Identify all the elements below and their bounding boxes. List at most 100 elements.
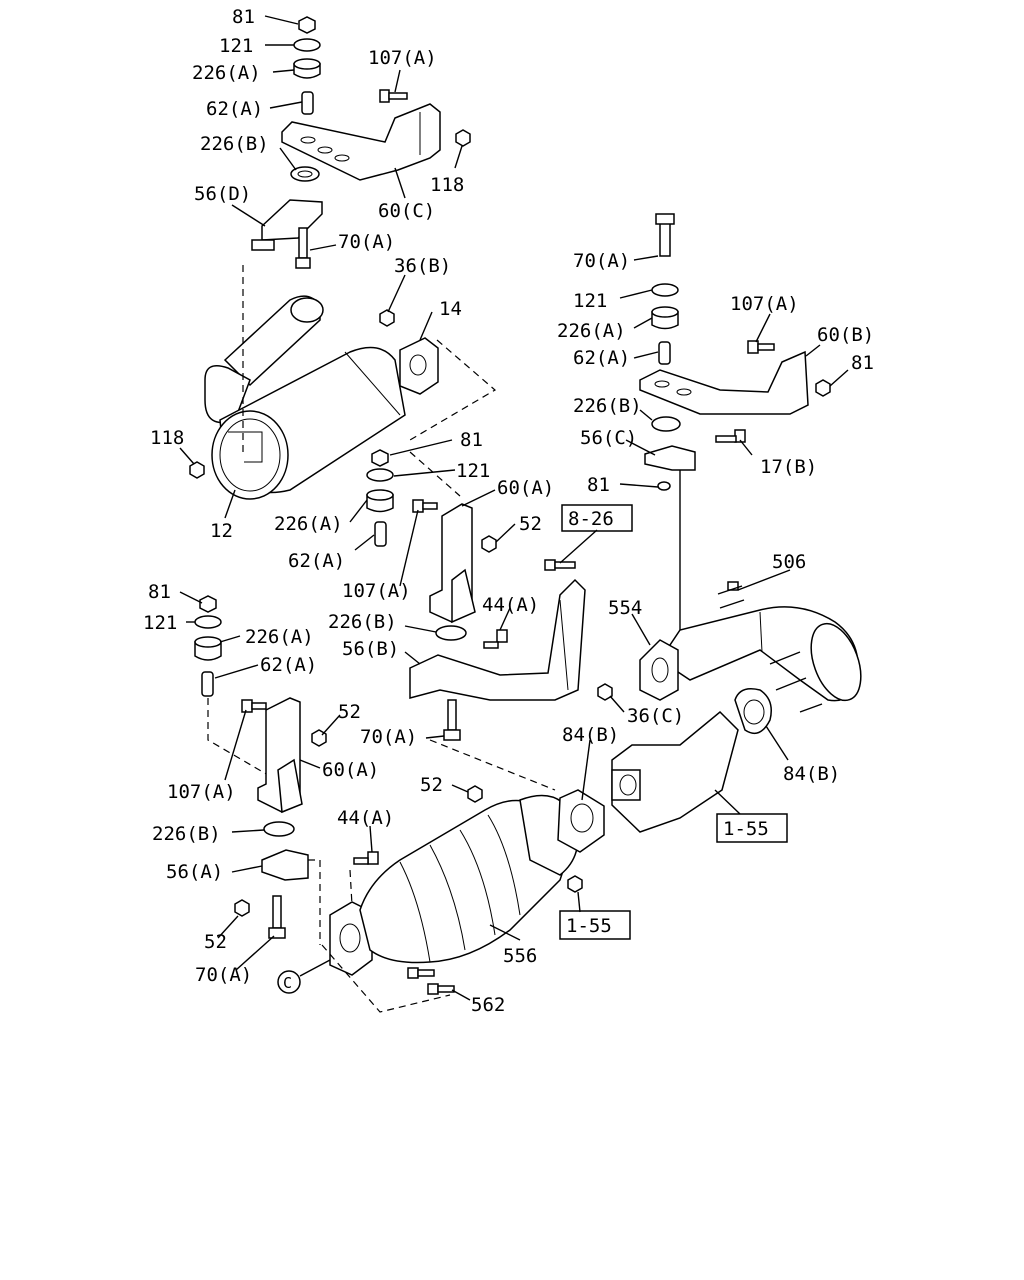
catalyst-556	[329, 789, 605, 976]
right-mount-stack	[651, 213, 681, 432]
label-226b-right: 226(B)	[573, 395, 642, 417]
label-84b-right: 84(B)	[783, 763, 840, 785]
label-107a-left: 107(A)	[167, 781, 236, 803]
ref-1-55-lower-box[interactable]: 1-55	[559, 910, 631, 940]
bolt-70a-left	[268, 895, 286, 939]
svg-text:1-55: 1-55	[723, 818, 769, 840]
nut-81-right	[815, 379, 831, 397]
outlet-flange	[557, 789, 605, 853]
ref-1-55-upper-box[interactable]: 1-55	[716, 813, 788, 843]
left-mount-stack	[194, 595, 222, 697]
leader-lines	[179, 15, 849, 1001]
ref-8-26-box[interactable]: 8-26	[561, 504, 633, 532]
bolt-8-26	[544, 559, 576, 571]
label-60a-left: 60(A)	[322, 759, 379, 781]
bracket-56c	[644, 445, 696, 630]
label-36c: 36(C)	[627, 705, 684, 727]
label-60a-center: 60(A)	[497, 477, 554, 499]
bolts-562	[407, 967, 455, 995]
bolt-107a-right	[747, 340, 775, 354]
label-36b: 36(B)	[394, 255, 451, 277]
top-mount-stack	[290, 16, 321, 182]
label-44a-cat: 44(A)	[337, 807, 394, 829]
bushing-226a-top-face	[293, 58, 321, 70]
svg-text:8-26: 8-26	[568, 508, 614, 530]
label-118-left: 118	[150, 427, 184, 449]
bracket-60a-left	[257, 697, 303, 814]
grommet-226b-left	[263, 821, 295, 837]
bracket-56d	[251, 199, 323, 251]
label-81-center: 81	[460, 429, 483, 451]
label-c: C	[283, 974, 292, 992]
nut-36b	[379, 309, 395, 327]
label-107a-top: 107(A)	[368, 47, 437, 69]
bracket-56a	[261, 849, 321, 945]
bolt-70a-center	[443, 699, 461, 741]
label-14: 14	[439, 298, 462, 320]
label-70a-left: 70(A)	[195, 964, 252, 986]
center-mount-stack	[366, 449, 394, 547]
bracket-60c-body	[281, 103, 441, 181]
label-226a-right: 226(A)	[557, 320, 626, 342]
label-554: 554	[608, 597, 642, 619]
label-121-right: 121	[573, 290, 607, 312]
bolt-17b	[715, 429, 746, 443]
bolt-70a-top	[295, 227, 311, 269]
label-81-right: 81	[851, 352, 874, 374]
label-12: 12	[210, 520, 233, 542]
label-62a-left: 62(A)	[260, 654, 317, 676]
nut-36c	[597, 683, 613, 701]
inlet-flange	[329, 901, 373, 976]
part-labels: 81 121 226(A) 62(A) 226(B) 107(A) 118 60…	[143, 6, 874, 1016]
bolt-44a-cat	[353, 851, 379, 865]
bolt-107a-center	[412, 499, 438, 513]
label-107a-center: 107(A)	[342, 580, 411, 602]
label-17b: 17(B)	[760, 456, 817, 478]
bolt-44a-center	[483, 629, 508, 649]
exhaust-pipe-506	[658, 606, 862, 702]
label-62a-center: 62(A)	[288, 550, 345, 572]
bolt-107a-left	[241, 699, 267, 713]
label-226b-top: 226(B)	[200, 133, 269, 155]
label-226b-center: 226(B)	[328, 611, 397, 633]
label-60b: 60(B)	[817, 324, 874, 346]
gasket-84b-right	[734, 688, 772, 735]
label-226a-center: 226(A)	[274, 513, 343, 535]
washer-121-top	[293, 38, 321, 52]
nut-81-top	[298, 16, 316, 34]
label-81-top: 81	[232, 6, 255, 28]
nut-52-bottom	[234, 899, 250, 917]
label-52-bottom: 52	[204, 931, 227, 953]
label-60c: 60(C)	[378, 200, 435, 222]
muffler-12	[204, 295, 406, 500]
label-226b-left: 226(B)	[152, 823, 221, 845]
label-56b: 56(B)	[342, 638, 399, 660]
label-226a-top: 226(A)	[192, 62, 261, 84]
label-70a-center: 70(A)	[360, 726, 417, 748]
bracket-60a-center	[429, 503, 476, 624]
label-52-cat: 52	[420, 774, 443, 796]
label-56c: 56(C)	[580, 427, 637, 449]
label-81-c: 81	[587, 474, 610, 496]
label-52-center: 52	[519, 513, 542, 535]
label-556: 556	[503, 945, 537, 967]
washer-81-center	[657, 481, 671, 491]
collar-62a-top	[301, 91, 314, 115]
label-121-left: 121	[143, 612, 177, 634]
label-62a-top: 62(A)	[206, 98, 263, 120]
grommet-226b-top	[290, 166, 320, 182]
nut-1-55-cat	[567, 875, 583, 893]
label-81-left: 81	[148, 581, 171, 603]
grommet-226b-center	[435, 625, 467, 641]
circle-c-marker	[277, 970, 301, 994]
label-506: 506	[772, 551, 806, 573]
bolt-107a-top	[379, 89, 408, 103]
label-44a-center: 44(A)	[482, 594, 539, 616]
muffler-end-cap	[211, 410, 289, 500]
label-70a-right: 70(A)	[573, 250, 630, 272]
nut-118-left	[189, 461, 205, 479]
label-121-center: 121	[456, 460, 490, 482]
label-70a-top: 70(A)	[338, 231, 395, 253]
label-62a-right: 62(A)	[573, 347, 630, 369]
